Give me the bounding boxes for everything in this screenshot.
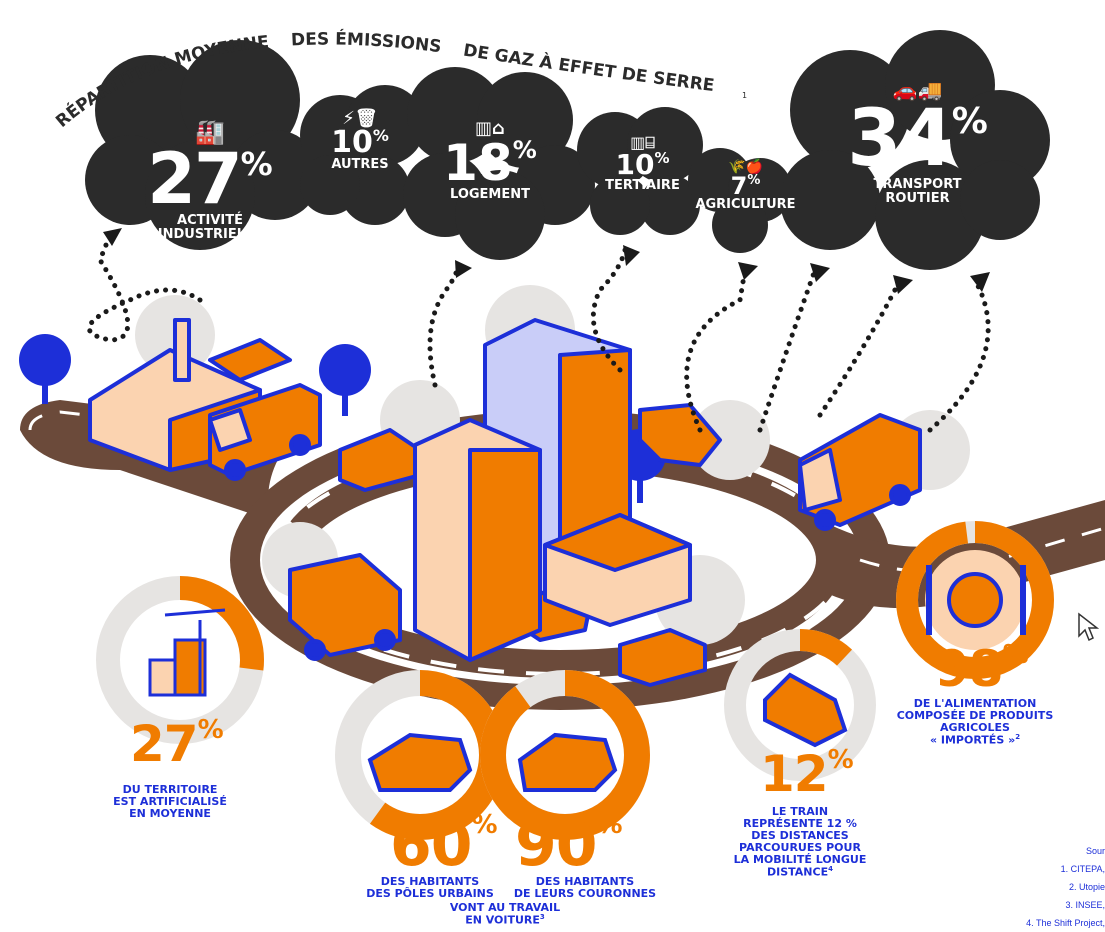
car-truck-icon: 🚗🚚 — [892, 78, 943, 102]
truck-illustration — [208, 383, 922, 661]
donut-value-arc — [480, 670, 650, 840]
radiator-desk-icon: ▥⌸ — [630, 133, 655, 152]
stat-train-value: 12% — [760, 745, 854, 803]
cloud-tertiary — [577, 107, 703, 235]
emission-other: ⚡🗑 10% AUTRES — [320, 110, 400, 172]
emission-industry: 🏭 27% ACTIVITÉ INDUSTRIELLE — [140, 120, 280, 241]
stat-suburb-value: 90% — [515, 810, 623, 880]
factory-icon: 🏭 — [195, 118, 225, 146]
radiator-house-icon: ▥⌂ — [475, 118, 505, 139]
donut-value-arc — [724, 629, 876, 781]
stat-food-value: 98% — [935, 640, 1029, 698]
source-item: 2. Utopie — [1068, 882, 1105, 892]
cloud-housing — [403, 67, 595, 260]
sources-heading: Sour — [1085, 846, 1105, 856]
title-footnote: 1 — [742, 91, 747, 100]
title-part2: DES ÉMISSIONS — [291, 28, 443, 58]
emission-tertiary: ▥⌸ 10% TERTIAIRE — [595, 135, 690, 193]
stat-urban-value: 60% — [390, 810, 498, 880]
energy-trash-icon: ⚡🗑 — [342, 108, 378, 129]
mouse-cursor-icon — [1078, 612, 1099, 642]
title-part1: RÉPARTITION MOYENNE — [52, 32, 270, 131]
cloud-other — [300, 85, 425, 225]
source-item: 3. INSEE, — [1065, 900, 1105, 910]
donut-value-arc — [96, 576, 264, 744]
stat-donuts — [96, 521, 1054, 840]
train-icon — [763, 672, 848, 748]
source-item: 1. CITEPA, — [1060, 864, 1105, 874]
car-icon — [367, 732, 618, 792]
wheat-apple-icon: 🌾🍎 — [728, 159, 763, 175]
plate-apple-icon — [925, 550, 1026, 650]
emission-agriculture: 🌾🍎 7% AGRICULTURE — [688, 160, 803, 212]
source-item: 4. The Shift Project, — [1026, 918, 1105, 928]
train-donut — [724, 629, 876, 781]
dotted-arrows — [86, 232, 991, 433]
stat-shared-label: VONT AU TRAVAIL EN VOITURE3 — [449, 901, 561, 927]
cloud-industry — [85, 40, 320, 250]
emission-clouds — [85, 30, 1050, 270]
arrow-heads — [103, 228, 990, 294]
stat-territory-value: 27% — [130, 715, 224, 773]
title-part3: DE GAZ À EFFET DE SERRE — [462, 41, 716, 97]
food-donut — [896, 521, 1054, 679]
cloud-transport — [780, 30, 1050, 270]
cloud-agriculture — [688, 148, 792, 253]
emission-transport: 🚗🚚 34% TRANSPORT ROUTIER — [830, 80, 1005, 205]
crane-building-icon — [148, 608, 226, 697]
suburb-car-donut — [480, 670, 650, 840]
emission-housing: ▥⌂ 18% LOGEMENT — [430, 120, 550, 202]
donut-value-arc — [896, 521, 1054, 679]
infographic-title: RÉPARTITION MOYENNE DES ÉMISSIONS DE GAZ… — [52, 28, 747, 132]
territory-donut — [96, 576, 264, 744]
city-buildings — [413, 318, 692, 662]
